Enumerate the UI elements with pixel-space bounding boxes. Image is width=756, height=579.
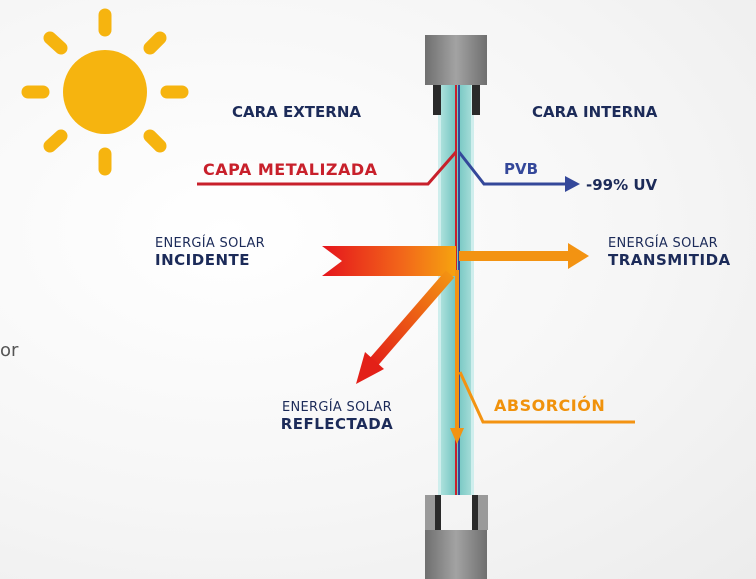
absorption-arrow [450,270,464,444]
pvb-label: PVB [504,160,539,178]
incidente-line2: INCIDENTE [155,251,250,269]
absorcion-label: ABSORCIÓN [494,396,606,415]
transmitted-arrow [459,243,589,269]
capa-metalizada-label: CAPA METALIZADA [203,160,378,179]
pvb-leader [457,151,565,186]
top-frame [425,35,487,115]
uv-label: -99% UV [586,176,658,194]
cara-externa-label: CARA EXTERNA [232,103,362,121]
sun-icon [21,8,189,176]
cara-interna-label: CARA INTERNA [532,103,658,121]
cut-off-text: or [0,340,19,361]
pvb-arrowhead [565,176,580,192]
reflectada-line1: ENERGÍA SOLAR [282,400,392,415]
incident-arrow [322,246,456,276]
incidente-line1: ENERGÍA SOLAR [155,236,265,251]
transmitida-line2: TRANSMITIDA [608,251,731,269]
incidente-label: ENERGÍA SOLAR INCIDENTE [140,236,265,268]
transmitida-label: ENERGÍA SOLAR TRANSMITIDA [608,236,754,268]
reflectada-line2: REFLECTADA [280,415,394,433]
capa-metalizada-leader [197,151,458,186]
reflected-arrow [356,270,455,384]
bottom-frame [425,495,488,579]
transmitida-line1: ENERGÍA SOLAR [608,236,718,251]
absorcion-leader [458,371,635,424]
reflectada-label: ENERGÍA SOLAR REFLECTADA [262,400,412,432]
